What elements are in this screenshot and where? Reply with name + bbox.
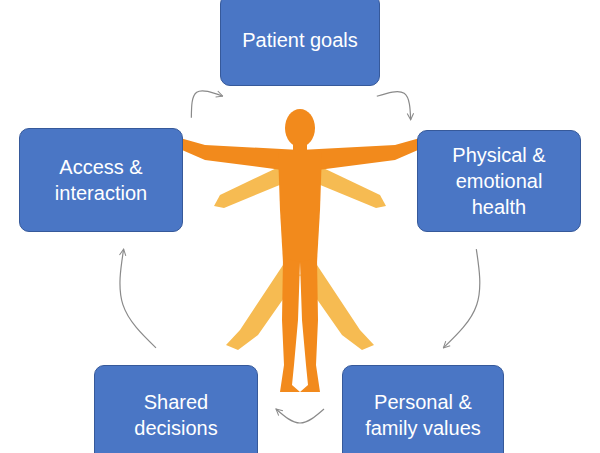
box-label: Personal & family values (343, 389, 503, 441)
process-box: Patient goals (220, 0, 380, 86)
cycle-arrow (377, 92, 411, 120)
box-label: Shared decisions (95, 389, 257, 441)
process-box: Access & interaction (19, 128, 183, 232)
cycle-arrow (443, 249, 479, 348)
process-box: Personal & family values (342, 365, 504, 453)
cycle-arrow (276, 409, 324, 423)
cycle-arrow (120, 249, 156, 348)
box-label: Access & interaction (20, 154, 182, 206)
box-label: Physical & emotional health (418, 142, 580, 220)
box-label: Patient goals (232, 27, 368, 53)
process-box: Physical & emotional health (417, 130, 581, 232)
process-box: Shared decisions (94, 365, 258, 453)
cycle-arrow (191, 91, 222, 118)
